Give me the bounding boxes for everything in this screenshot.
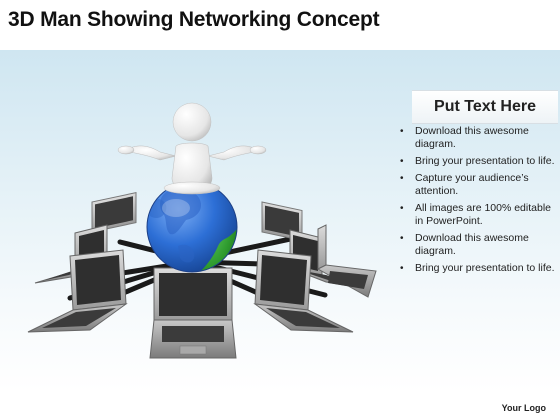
bullet-item: •Bring your presentation to life. xyxy=(400,262,555,274)
network-illustration xyxy=(27,102,377,359)
slide-title: 3D Man Showing Networking Concept xyxy=(8,8,380,31)
bullet-item: •Download this awesome diagram. xyxy=(400,125,529,150)
3d-man-figure xyxy=(117,102,267,195)
bullet-item: •Bring your presentation to life. xyxy=(400,155,555,167)
bullet-dot-icon: • xyxy=(400,173,404,184)
laptop-front-left xyxy=(27,249,128,333)
panel-title: Put Text Here xyxy=(434,98,536,115)
bullet-list: •Download this awesome diagram. •Bring y… xyxy=(396,125,556,279)
bullet-dot-icon: • xyxy=(400,203,404,214)
text-panel-header: Put Text Here xyxy=(412,90,558,124)
bullet-item: •All images are 100% editable in PowerPo… xyxy=(400,202,551,227)
laptop-back-left xyxy=(91,192,137,233)
bullet-dot-icon: • xyxy=(400,126,404,137)
bullet-item: •Capture your audience’s attention. xyxy=(400,172,529,197)
laptop-front-right xyxy=(253,249,354,333)
bullet-item: •Download this awesome diagram. xyxy=(400,232,529,257)
bullet-dot-icon: • xyxy=(400,263,404,274)
laptop-far-right xyxy=(316,224,377,298)
bullet-dot-icon: • xyxy=(400,156,404,167)
laptop-front-center xyxy=(149,267,237,359)
logo-placeholder: Your Logo xyxy=(501,403,546,413)
bullet-dot-icon: • xyxy=(400,233,404,244)
